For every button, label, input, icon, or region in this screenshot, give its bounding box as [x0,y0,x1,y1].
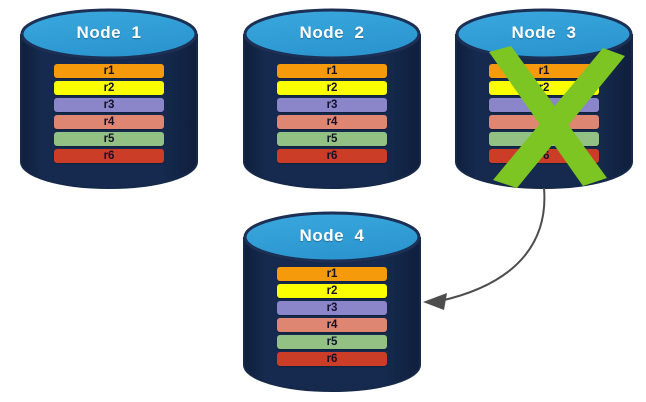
arrow-line [439,187,546,302]
data-row: r1 [277,267,387,281]
data-row: r5 [277,335,387,349]
data-row: r1 [489,64,599,78]
data-row: r6 [277,149,387,163]
data-row: r2 [54,81,164,95]
data-row: r4 [277,318,387,332]
data-row: r4 [277,115,387,129]
data-row: r3 [277,301,387,315]
row-list: r1 r2 r3 r4 r5 r6 [20,64,198,163]
data-row: r3 [489,98,599,112]
arrow-head-icon [423,293,447,310]
cylinder-top-ellipse [243,8,421,60]
data-row: r3 [277,98,387,112]
data-row: r6 [277,352,387,366]
data-row: r5 [277,132,387,146]
data-row: r4 [54,115,164,129]
data-row: r6 [54,149,164,163]
row-list: r1 r2 r3 r4 r5 r6 [243,64,421,163]
data-row: r1 [277,64,387,78]
data-row: r3 [54,98,164,112]
cylinder-top-ellipse [455,8,633,60]
data-row: r4 [489,115,599,129]
data-row: r2 [489,81,599,95]
data-row: r5 [54,132,164,146]
row-list: r1 r2 r3 r4 r5 r6 [455,64,633,163]
data-row: r2 [277,284,387,298]
cylinder-top-ellipse [243,211,421,263]
data-row: r6 [489,149,599,163]
data-row: r5 [489,132,599,146]
cylinder-top-ellipse [20,8,198,60]
row-list: r1 r2 r3 r4 r5 r6 [243,267,421,366]
data-row: r2 [277,81,387,95]
data-row: r1 [54,64,164,78]
